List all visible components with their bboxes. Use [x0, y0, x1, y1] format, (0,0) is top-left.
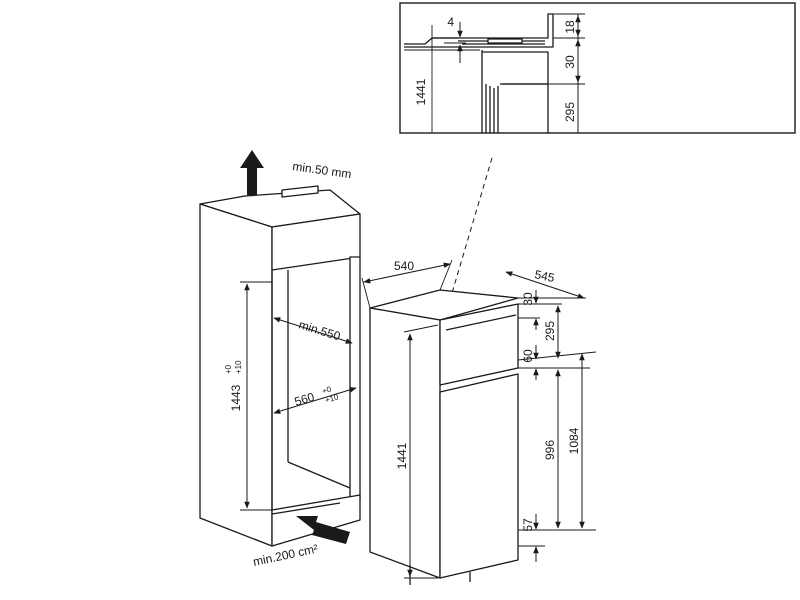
appliance-height: 1441: [395, 442, 409, 469]
niche-height: 1443: [229, 384, 243, 411]
appliance-depth-dimension: [505, 271, 585, 299]
niche-width-tol-lower: +10: [324, 392, 340, 405]
niche-width-tol-upper: +0: [321, 384, 333, 395]
niche-width-dimension: [273, 387, 357, 414]
appliance-dim-996: 996: [543, 440, 557, 460]
appliance-depth: 545: [533, 267, 556, 285]
niche-width: 560: [293, 390, 317, 409]
detail-dim-4: 4: [447, 15, 454, 29]
ventilation-up-arrow: [240, 150, 264, 195]
niche-height-tol-upper: +0: [224, 364, 233, 374]
appliance-width-dimension: [363, 262, 451, 284]
appliance-width: 540: [394, 259, 414, 273]
appliance-dim-295: 295: [543, 321, 557, 341]
appliance-dim-1084: 1084: [567, 427, 581, 454]
detail-dim-1441: 1441: [414, 78, 428, 105]
niche-ventilation-top: min.50 mm: [292, 159, 353, 181]
appliance-fridge: [369, 289, 519, 585]
appliance-right-dimensions: 30 295 60 996 1084 57: [517, 290, 597, 562]
detail-dim-295: 295: [563, 102, 577, 122]
niche-ventilation-bottom: min.200 cm²: [252, 542, 319, 569]
detail-leader-line: [443, 157, 493, 321]
detail-dim-18: 18: [563, 20, 577, 34]
niche-height-tol-lower: +10: [234, 360, 243, 374]
niche-depth-dimension: [273, 317, 353, 344]
detail-dim-30: 30: [563, 55, 577, 69]
appliance-dim-57: 57: [521, 518, 535, 532]
niche-depth: min.550: [297, 317, 342, 343]
appliance-dim-60: 60: [521, 349, 535, 363]
detail-inset: 4 1441 18 30 295: [399, 2, 796, 134]
appliance-dim-30: 30: [521, 292, 535, 306]
ventilation-in-arrow: [296, 516, 350, 544]
